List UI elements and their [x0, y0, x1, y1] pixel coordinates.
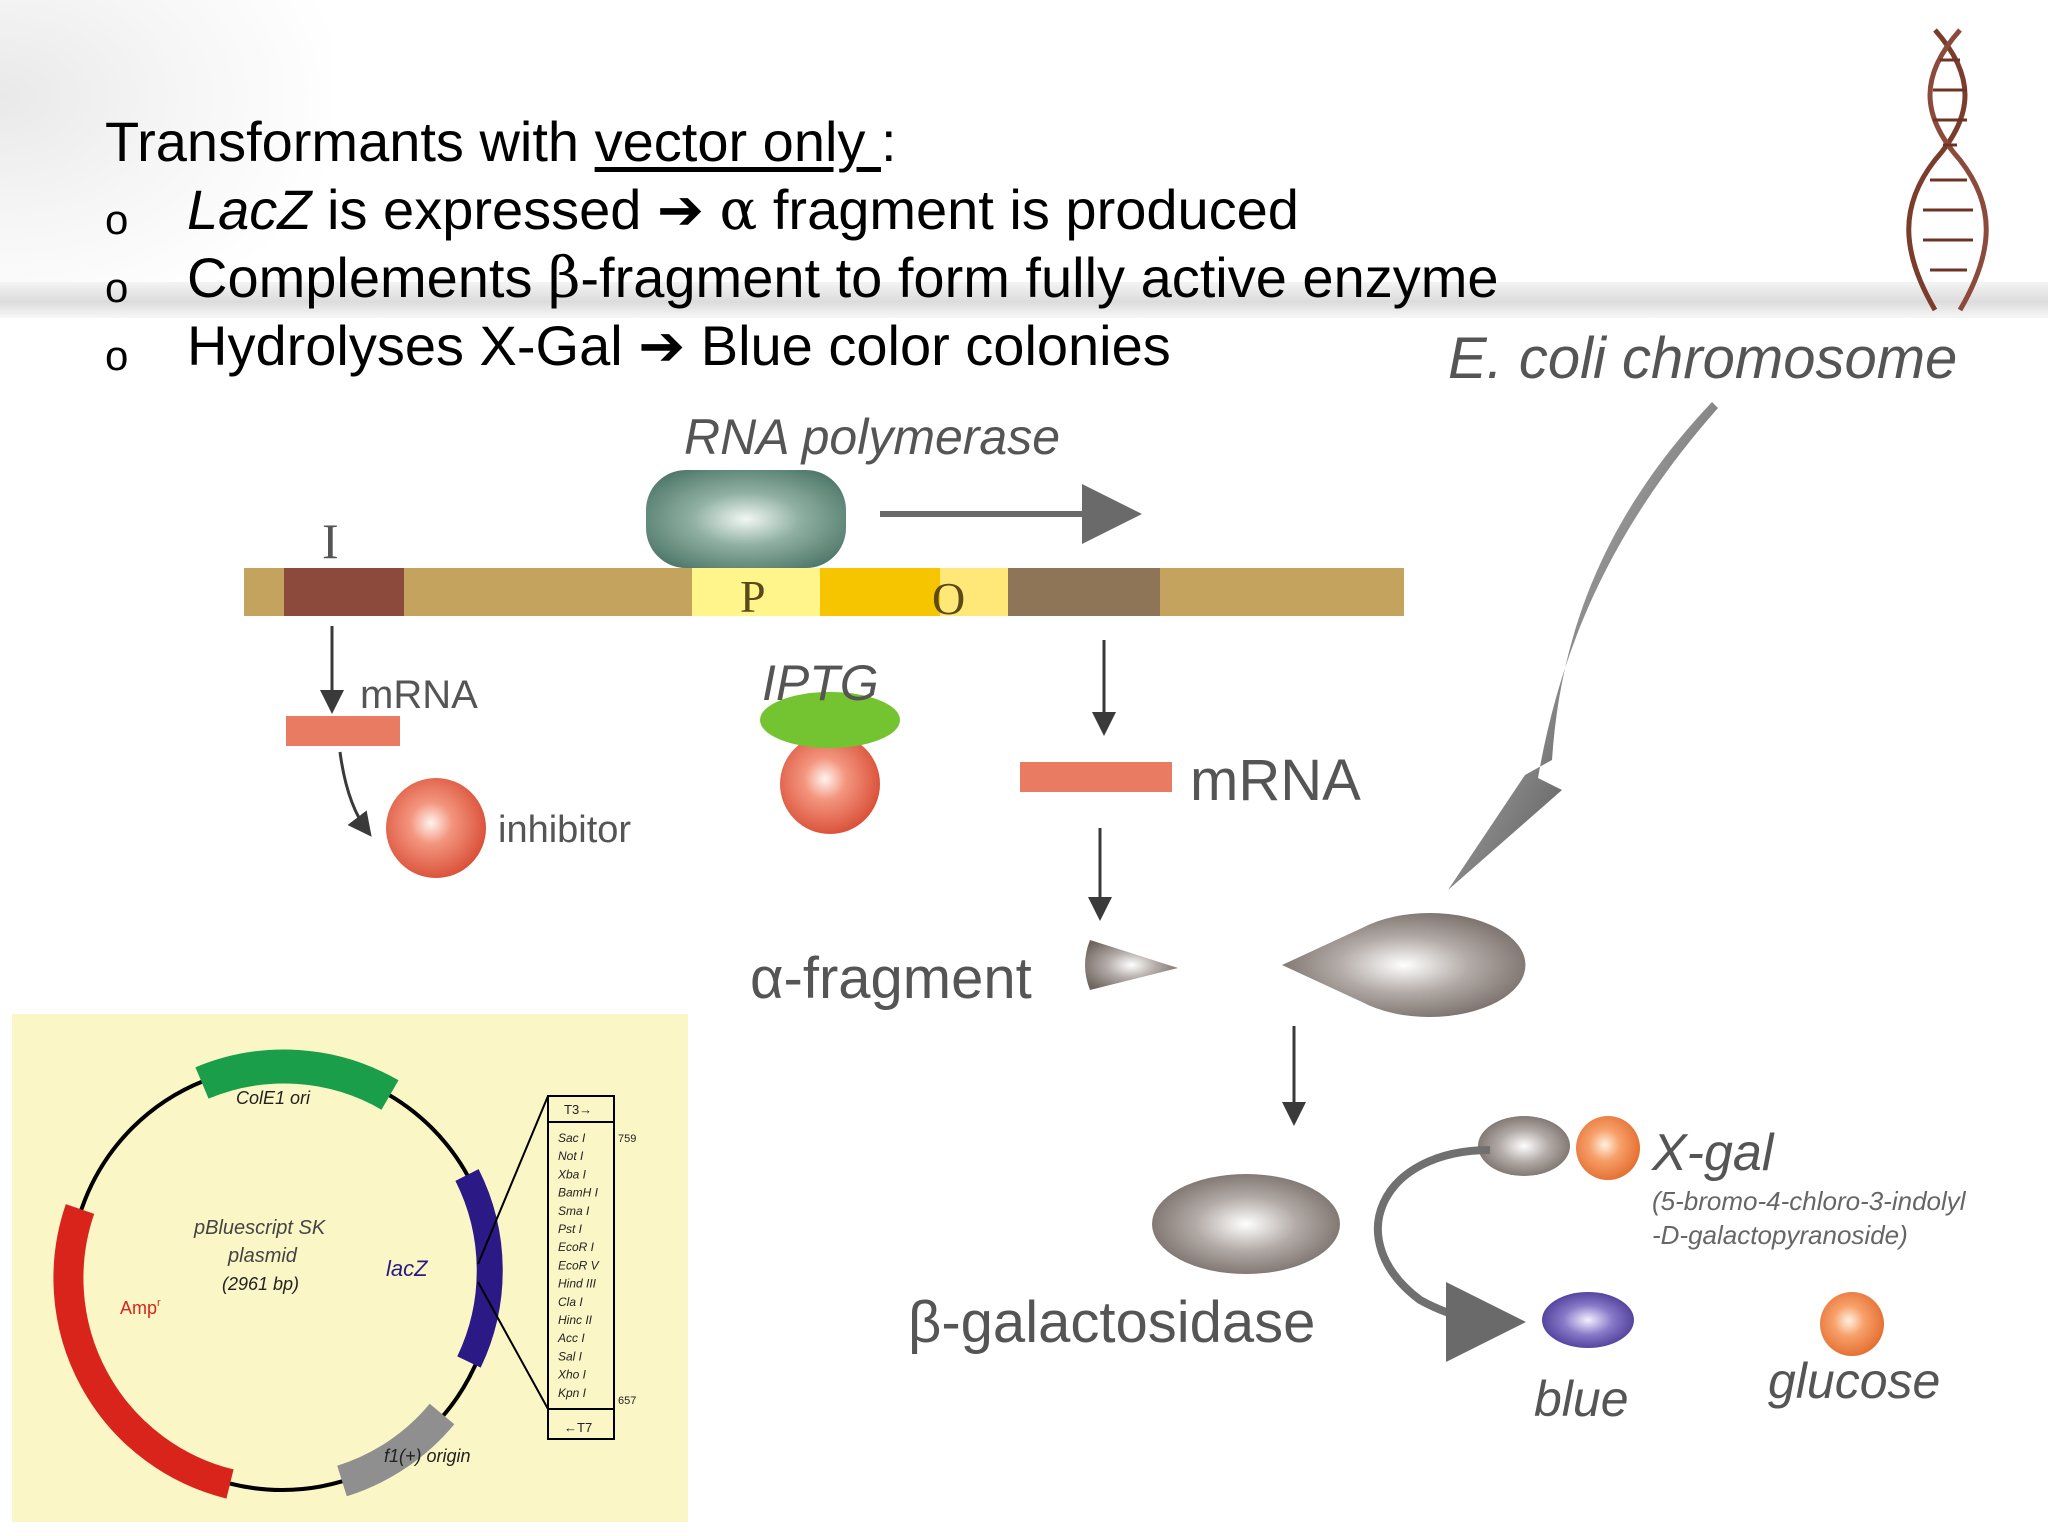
inhibitor-label: inhibitor	[498, 809, 631, 851]
beta-galactosidase-ellipse	[1152, 1174, 1340, 1274]
rna-polymerase-label: RNA polymerase	[684, 409, 1060, 465]
mcs-site: EcoR V	[558, 1258, 600, 1272]
rna-polymerase-shape	[646, 470, 846, 568]
mcs-site: Sma I	[558, 1204, 590, 1218]
bullet-1: o LacZ is expressed ➔ α fragment is prod…	[105, 176, 1299, 244]
bullet-2-text: Complements	[187, 246, 549, 309]
operator-region	[820, 568, 940, 616]
mrna-left-label: mRNA	[360, 673, 478, 717]
chromosome-label: E. coli chromosome	[1448, 326, 1957, 391]
heading-text: Transformants with	[105, 110, 595, 173]
mrna-right-bar	[1020, 762, 1172, 792]
mrna-right-label: mRNA	[1190, 748, 1361, 813]
lacz-segment	[455, 1169, 503, 1368]
ori-segment	[195, 1049, 399, 1110]
plasmid-map: ColE1 ori pBluescript SK plasmid (2961 b…	[12, 1014, 688, 1522]
gene-i-region	[284, 568, 404, 616]
bullet-marker: o	[105, 264, 129, 311]
header-band	[0, 282, 2048, 318]
mcs-connector-top	[477, 1095, 549, 1265]
alpha-fragment-label: α-fragment	[750, 946, 1032, 1011]
mcs-site: BamH I	[558, 1186, 599, 1200]
heading-colon: :	[880, 110, 897, 173]
bullet-3-text: Hydrolyses X-Gal	[187, 314, 639, 377]
mcs-site: Pst I	[558, 1222, 583, 1236]
lacz-label: lacZ	[386, 1256, 429, 1281]
mcs-site: Cla I	[558, 1295, 583, 1309]
hydrolysis-arrow	[1374, 1146, 1526, 1362]
gene-z-region	[1008, 568, 1160, 616]
blue-product	[1542, 1292, 1634, 1348]
amp-segment	[53, 1204, 234, 1499]
mcs-box	[547, 1095, 615, 1440]
promoter-region	[692, 568, 820, 616]
bullet-2-tail: -fragment to form fully active enzyme	[580, 246, 1499, 309]
mcs-site: Xba I	[557, 1167, 587, 1181]
arrow-icon: ➔	[638, 314, 686, 377]
xgal-orange-part	[1576, 1116, 1640, 1180]
iptg-label: IPTG	[762, 655, 879, 711]
alpha-fragment-wedge	[1085, 940, 1178, 990]
operator-edge	[940, 568, 1008, 616]
mcs-number-bottom: 657	[618, 1395, 636, 1407]
plasmid-name-2: plasmid	[227, 1245, 298, 1267]
mcs-site: Not I	[558, 1149, 584, 1163]
glucose-product	[1820, 1292, 1884, 1356]
arrow-icon: ➔	[657, 178, 704, 241]
dna-helix-icon	[1906, 28, 1989, 312]
beta-fragment-shape	[1282, 913, 1526, 1018]
heading-underlined: vector only	[594, 110, 881, 173]
beta-galactosidase-label: β-galactosidase	[908, 1290, 1315, 1355]
xgal-name-line-1: (5-bromo-4-chloro-3-indolyl	[1652, 1186, 1967, 1216]
beta-symbol: β	[548, 246, 581, 311]
xgal-label: X-gal	[1651, 1124, 1775, 1182]
arrow-to-inhibitor	[338, 751, 372, 837]
f1-segment	[336, 1403, 455, 1497]
mcs-site: Kpn I	[558, 1386, 587, 1400]
promoter-label: P	[740, 571, 766, 622]
mcs-connector-bottom	[477, 1281, 549, 1410]
amp-label: Ampr	[120, 1297, 161, 1318]
mcs-site: Acc I	[557, 1331, 585, 1345]
xgal-name-line-2: -D-galactopyranoside)	[1652, 1220, 1908, 1250]
bullet-1-gene: LacZ	[187, 178, 312, 241]
alpha-symbol: α	[719, 178, 758, 243]
bullet-2: o Complements β-fragment to form fully a…	[105, 244, 1499, 312]
repressor-ball	[780, 734, 880, 834]
operator-label: O	[932, 573, 965, 624]
mcs-site: Hinc II	[558, 1313, 593, 1327]
background-watermark	[0, 0, 330, 320]
chromosome-arrow	[1448, 402, 1718, 890]
mcs-site: Xho I	[557, 1368, 587, 1382]
plasmid-size: (2961 bp)	[222, 1274, 299, 1294]
glucose-label: glucose	[1768, 1353, 1940, 1409]
mcs-site: EcoR I	[558, 1240, 595, 1254]
iptg-ellipse	[760, 692, 900, 748]
inhibitor-ball	[386, 778, 486, 878]
bullet-3: o Hydrolyses X-Gal ➔ Blue color colonies	[105, 312, 1171, 380]
bullet-marker: o	[105, 196, 129, 243]
mcs-site: Sac I	[558, 1131, 586, 1145]
bullet-3-tail: Blue color colonies	[685, 314, 1171, 377]
mcs-number-top: 759	[618, 1133, 636, 1145]
gene-i-label: I	[322, 513, 339, 569]
bullet-list: Transformants with vector only : o LacZ …	[105, 108, 1499, 380]
blue-label: blue	[1534, 1371, 1629, 1427]
mcs-site-list: Sac I Not I Xba I BamH I Sma I Pst I EcoR I Eco…	[557, 1131, 600, 1400]
ori-label: ColE1 ori	[236, 1088, 311, 1108]
bullet-marker: o	[105, 332, 129, 379]
mcs-site: Hind III	[558, 1277, 597, 1291]
plasmid-name-1: pBluescript SK	[193, 1217, 327, 1239]
f1-label: f1(+) origin	[384, 1446, 471, 1466]
mcs-site: Sal I	[558, 1349, 583, 1363]
bullet-1-text: is expressed	[311, 178, 657, 241]
mrna-left-bar	[286, 716, 400, 746]
bullet-1-tail: fragment is produced	[757, 178, 1299, 241]
mcs-bottom-label: ←T7	[564, 1420, 592, 1435]
xgal-gray-part	[1478, 1116, 1570, 1176]
heading-line: Transformants with vector only :	[105, 108, 897, 176]
mcs-top-label: T3→	[564, 1102, 592, 1117]
